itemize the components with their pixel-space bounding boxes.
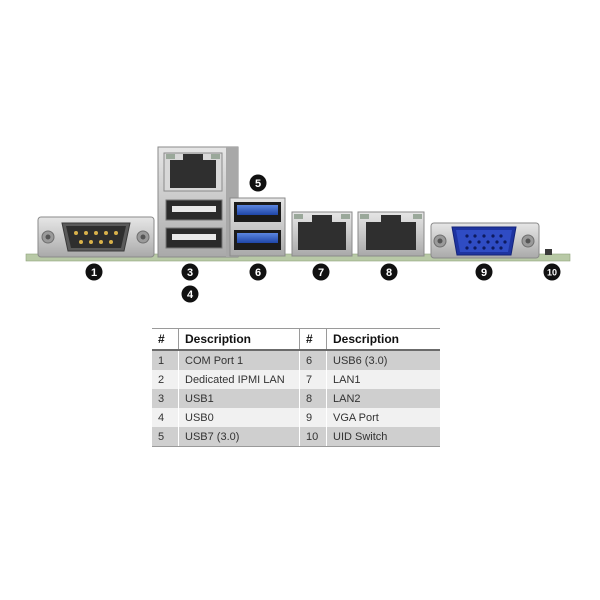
svg-text:9: 9 [481,267,487,279]
svg-text:5: 5 [255,178,261,190]
table-row: 4 USB0 9 VGA Port [152,408,440,427]
header-description-2: Description [326,328,440,351]
usb3-stack [229,197,286,257]
row-description: LAN1 [326,370,440,389]
uid-switch [545,249,552,255]
row-num: 9 [299,408,327,427]
row-num: 1 [152,350,179,370]
callout-10: 10 [543,263,561,281]
row-description: USB1 [178,389,300,408]
header-description: Description [178,328,300,351]
row-num: 4 [152,408,179,427]
table-row: 3 USB1 8 LAN2 [152,389,440,408]
svg-text:7: 7 [318,267,324,279]
ipmi-lan-usb-stack [157,146,239,258]
table-row: 1 COM Port 1 6 USB6 (3.0) [152,350,440,370]
svg-text:10: 10 [547,268,557,278]
svg-text:3: 3 [187,267,193,279]
legend-header-row: # Description # Description [152,328,440,351]
row-description: COM Port 1 [178,350,300,370]
callout-6: 6 [249,263,267,281]
lan1-connector [291,211,353,257]
vga-port-connector [430,222,540,259]
svg-text:4: 4 [187,289,194,301]
callout-4: 4 [181,285,199,303]
header-num-2: # [299,328,327,351]
svg-text:1: 1 [91,267,97,279]
svg-text:8: 8 [386,267,392,279]
callout-1: 1 [85,263,103,281]
row-num: 10 [299,427,327,447]
row-description: LAN2 [326,389,440,408]
com-port-connector [37,216,155,258]
table-row: 2 Dedicated IPMI LAN 7 LAN1 [152,370,440,389]
row-description: USB0 [178,408,300,427]
row-description: USB6 (3.0) [326,350,440,370]
io-panel-diagram: 1 3 4 5 6 7 8 9 10 [25,146,571,303]
row-num: 2 [152,370,179,389]
row-description: VGA Port [326,408,440,427]
row-num: 7 [299,370,327,389]
svg-text:6: 6 [255,267,261,279]
row-description: Dedicated IPMI LAN [178,370,300,389]
header-num: # [152,328,179,351]
row-num: 3 [152,389,179,408]
row-num: 5 [152,427,179,447]
row-num: 6 [299,350,327,370]
callout-8: 8 [380,263,398,281]
lan2-connector [357,211,425,257]
row-description: UID Switch [326,427,440,447]
callout-9: 9 [475,263,493,281]
row-num: 8 [299,389,327,408]
row-description: USB7 (3.0) [178,427,300,447]
table-row: 5 USB7 (3.0) 10 UID Switch [152,427,440,447]
legend-table: # Description # Description 1 COM Port 1… [152,328,440,447]
callout-3: 3 [181,263,199,281]
callout-5: 5 [249,174,267,192]
callout-7: 7 [312,263,330,281]
